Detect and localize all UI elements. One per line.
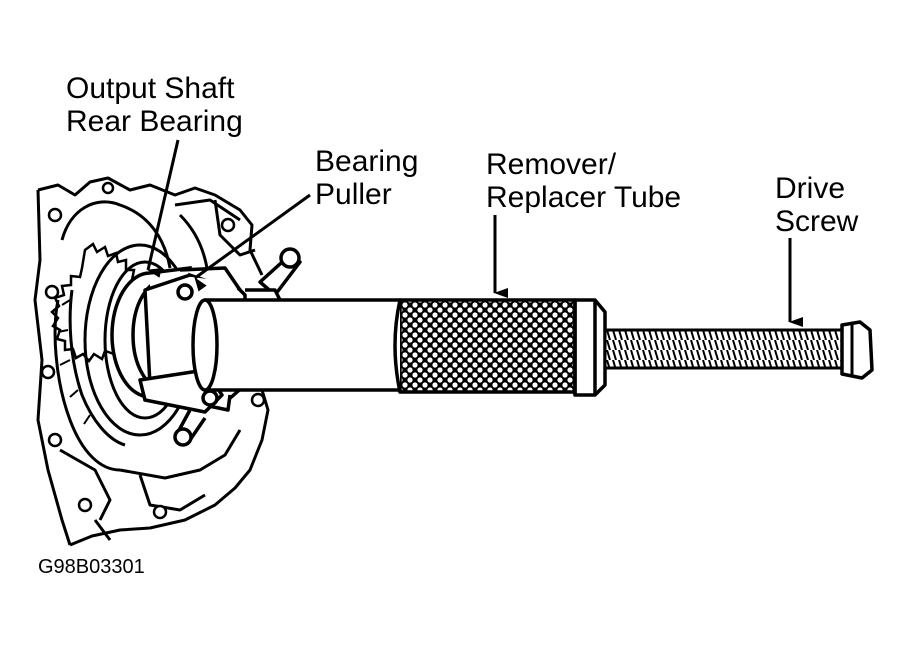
label-drive-screw: Drive Screw: [775, 172, 858, 238]
label-remover-replacer-tube: Remover/ Replacer Tube: [486, 148, 681, 214]
housing-bolt-holes: [40, 181, 266, 520]
label-line: Screw: [775, 205, 859, 238]
label-line: Bearing: [315, 145, 419, 178]
label-line: Remover/: [486, 148, 617, 181]
label-bearing-puller: Bearing Puller: [315, 145, 418, 211]
label-line: Puller: [315, 178, 392, 211]
drive-screw-shape: [603, 320, 874, 380]
label-line: Replacer Tube: [486, 181, 682, 214]
label-output-shaft-rear-bearing: Output Shaft Rear Bearing: [66, 72, 243, 138]
remover-replacer-tube-shape: [191, 298, 607, 397]
arrow-output-shaft-rear-bearing: [146, 139, 180, 278]
leader-arrows: [146, 139, 803, 327]
arrow-bearing-puller: [194, 193, 311, 292]
label-line: Output Shaft: [66, 72, 235, 105]
figure-code: G98B03301: [38, 556, 145, 578]
label-line: Rear Bearing: [66, 105, 243, 138]
label-line: Drive: [775, 172, 846, 205]
transfer-case-housing: [33, 176, 270, 547]
